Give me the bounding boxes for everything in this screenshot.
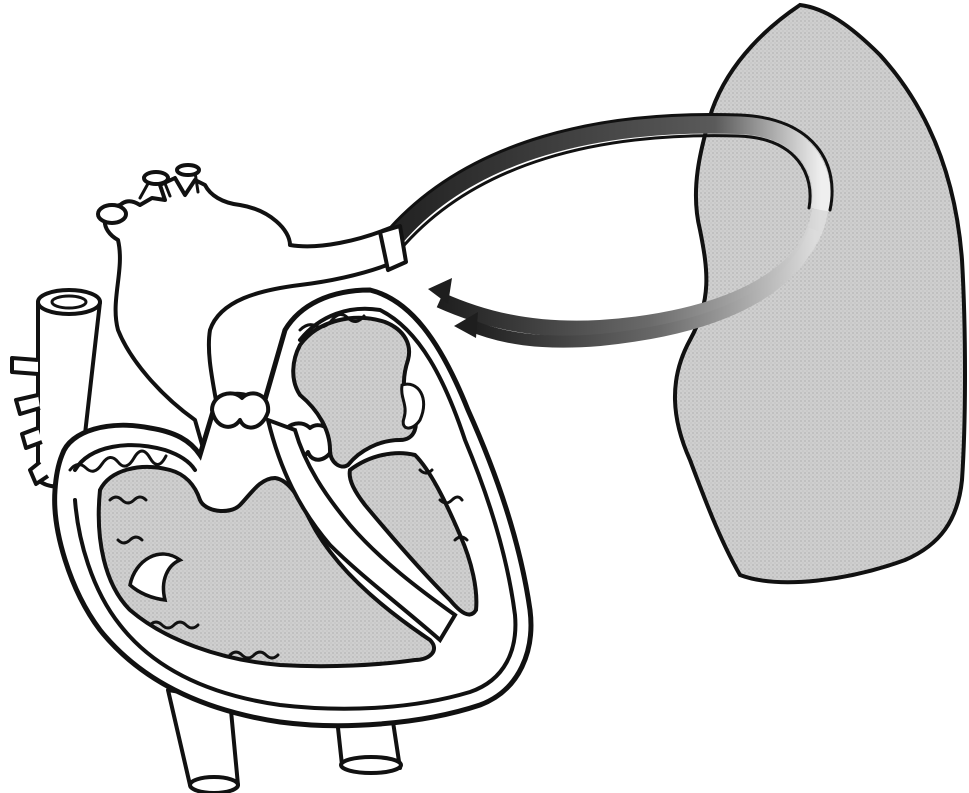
lung: [675, 5, 965, 582]
aortic-branch-cap-1: [144, 172, 168, 184]
superior-vena-cava-lumen: [52, 296, 86, 308]
aortic-opening: [98, 205, 126, 223]
pulmonary-valve: [212, 393, 268, 427]
aortic-branch-cap-2: [177, 165, 199, 175]
mitral-valve-flap: [402, 384, 424, 428]
descending-aorta-opening: [341, 757, 401, 773]
inferior-vena-cava-opening: [190, 777, 238, 793]
